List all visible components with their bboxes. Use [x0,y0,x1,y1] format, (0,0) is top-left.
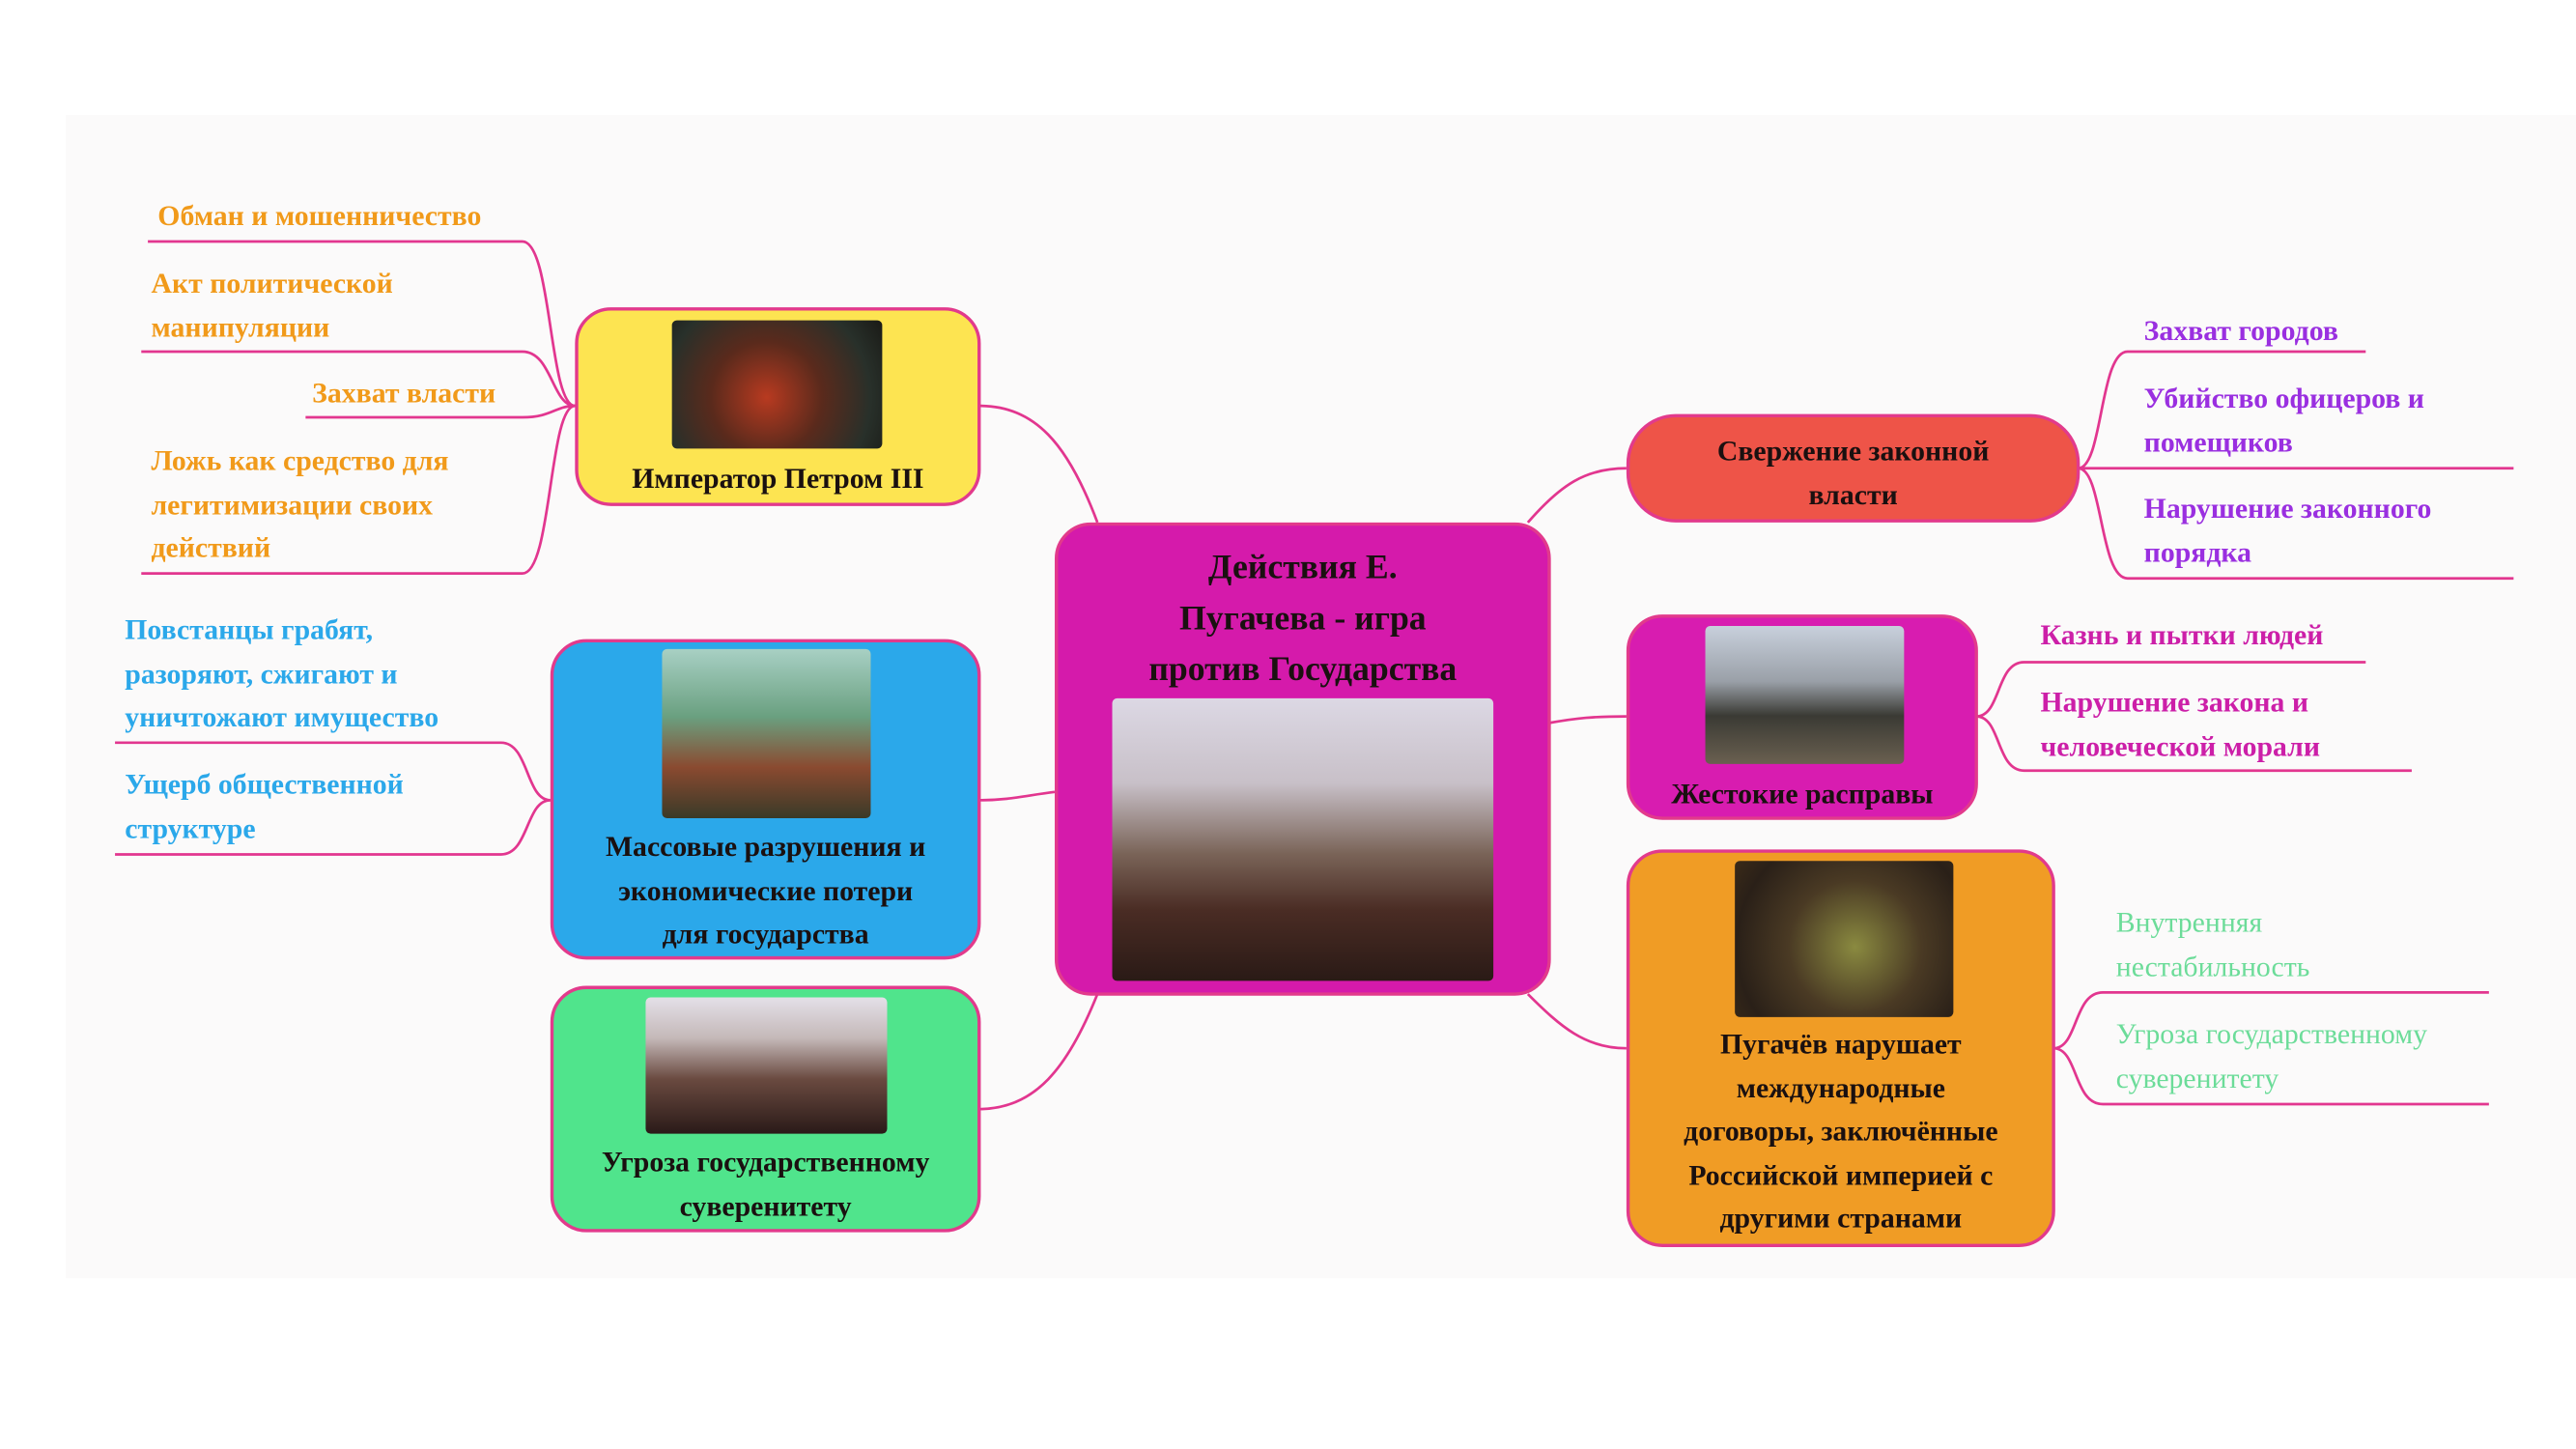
leaf-political-manipulation[interactable]: Акт политической манипуляции [151,261,392,348]
leaf-line: Нарушение закона и [2040,685,2309,719]
label-line: суверенитету [679,1188,852,1222]
link-destruction-leaf [115,798,552,856]
link-center-overthrow [1526,467,1627,524]
leaf-line: легитимизации своих [151,487,434,521]
leaf-line: манипуляции [151,309,330,343]
label-line: Пугачёв нарушает [1720,1027,1962,1061]
leaf-capture-cities[interactable]: Захват городов [2144,309,2338,353]
leaf-sovereignty-threat[interactable]: Угроза государственному суверенитету [2116,1012,2427,1099]
branch-image-treaties [1735,861,1954,1017]
leaf-line: Нарушение законного [2143,491,2432,525]
leaf-line: Убийство офицеров и [2143,381,2424,414]
branch-image-threat [645,997,888,1134]
link-center-emperor [978,404,1099,524]
title-line: Действия Е. [1207,547,1398,587]
leaf-executions[interactable]: Казнь и пытки людей [2041,612,2324,656]
leaf-line: структуре [125,810,256,844]
leaf-line: нестабильность [2115,949,2310,982]
branch-node-emperor[interactable]: Император Петром III [575,307,981,506]
leaf-line: Ложь как средство для [151,443,449,477]
branch-node-threat[interactable]: Угроза государственному суверенитету [550,985,981,1233]
label-line: Император Петром III [632,461,924,495]
label-line: экономические потери [618,873,914,907]
link-emperor-leaf [141,404,576,575]
link-center-threat [978,993,1099,1111]
branch-label: Пугачёв нарушает международные договоры,… [1629,1022,2052,1239]
leaf-seizure-of-power[interactable]: Захват власти [312,371,495,414]
branch-label: Массовые разрушения и экономические поте… [553,825,977,955]
link-overthrow-leaf [2078,350,2366,470]
leaf-line: порядка [2143,534,2252,568]
link-destruction-leaf [115,741,552,802]
link-emperor-leaf [141,350,576,408]
branch-label: Император Петром III [579,457,977,500]
leaf-line: человеческой морали [2040,728,2321,762]
leaf-social-damage[interactable]: Ущерб общественной структуре [125,762,404,849]
branch-node-overthrow[interactable]: Свержение законной власти [1626,413,2081,523]
branch-label: Жестокие расправы [1629,772,1974,815]
label-line: власти [1808,477,1898,511]
link-reprisals-leaf [1975,661,2366,718]
branch-image-destruction [662,648,871,819]
leaf-looting[interactable]: Повстанцы грабят, разоряют, сжигают и унич… [125,608,439,738]
leaf-deception[interactable]: Обман и мошенничество [157,194,481,238]
title-line: Пугачева - игра [1178,598,1427,638]
central-topic-node[interactable]: Действия Е. Пугачева - игра против Госуд… [1054,522,1551,996]
leaf-line: Обман и мошенничество [157,198,482,232]
leaf-moral-violation[interactable]: Нарушение закона и человеческой морали [2041,680,2321,767]
leaf-line: действий [151,530,271,564]
label-line: Массовые разрушения и [605,829,926,863]
link-overthrow-leaf [2078,467,2514,581]
label-line: Российской империей с [1688,1157,1994,1191]
link-center-treaties [1526,993,1627,1050]
leaf-internal-instability[interactable]: Внутренняя нестабильность [2116,900,2310,987]
leaf-line: Захват городов [2143,313,2338,347]
label-line: договоры, заключённые [1684,1114,1998,1148]
leaf-line: Акт политической [151,266,393,299]
leaf-line: Захват власти [312,376,496,410]
leaf-lies-legitimization[interactable]: Ложь как средство для легитимизации своих… [151,439,448,569]
leaf-line: Угроза государственному [2115,1016,2427,1050]
link-center-destruction [978,790,1056,802]
link-emperor-leaf [305,404,576,419]
link-treaties-leaf [2052,1046,2489,1106]
link-center-reprisals [1548,715,1627,724]
branch-image-emperor [671,320,883,449]
leaf-line: Внутренняя [2115,905,2263,939]
leaf-line: уничтожают имущество [125,699,439,733]
link-emperor-leaf [148,240,576,408]
leaf-line: помещиков [2143,424,2293,458]
link-reprisals-leaf [1975,715,2412,773]
branch-label: Угроза государственному суверенитету [553,1140,977,1227]
link-treaties-leaf [2052,990,2489,1050]
leaf-killing-officers[interactable]: Убийство офицеров и помещиков [2144,377,2424,464]
label-line: Угроза государственному [601,1145,930,1179]
label-line: Жестокие расправы [1671,777,1934,810]
leaf-law-order-violation[interactable]: Нарушение законного порядка [2144,486,2432,573]
leaf-line: суверенитету [2115,1060,2279,1094]
leaf-line: Повстанцы грабят, [125,612,374,646]
label-line: другими странами [1719,1201,1963,1235]
branch-node-destruction[interactable]: Массовые разрушения и экономические поте… [550,639,981,960]
label-line: Свержение законной [1716,434,1990,468]
branch-node-reprisals[interactable]: Жестокие расправы [1626,614,1978,820]
central-topic-title: Действия Е. Пугачева - игра против Госуд… [1058,542,1547,695]
leaf-line: разоряют, сжигают и [125,656,398,690]
branch-image-gallows [1705,626,1905,764]
central-image-cossacks [1112,697,1494,981]
label-line: международные [1736,1070,1945,1104]
branch-node-treaties[interactable]: Пугачёв нарушает международные договоры,… [1626,849,2055,1247]
label-line: для государства [662,917,869,951]
branch-label: Свержение законной власти [1629,429,2077,516]
leaf-line: Ущерб общественной [125,767,404,801]
leaf-line: Казнь и пытки людей [2040,617,2324,651]
title-line: против Государства [1148,648,1458,689]
